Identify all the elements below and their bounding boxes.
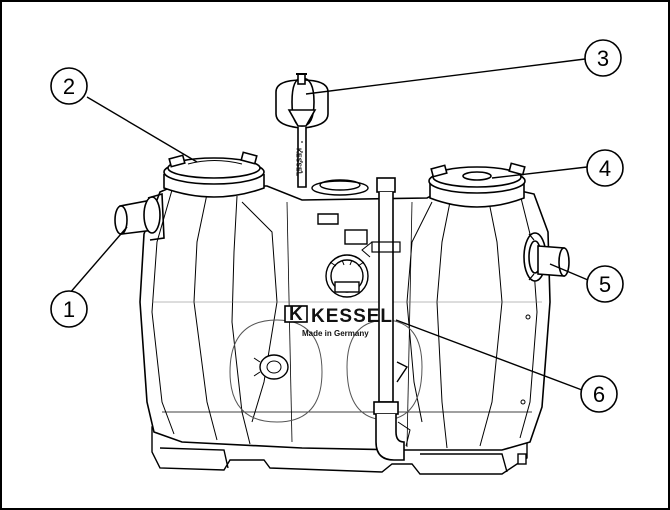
callout-4: 4 xyxy=(586,149,624,187)
svg-text:2: 2 xyxy=(63,74,75,99)
brand-name: KESSEL xyxy=(311,306,393,327)
callout-2: 2 xyxy=(50,67,88,105)
callout-5: 5 xyxy=(586,265,624,303)
svg-text:5: 5 xyxy=(599,272,611,297)
level-probe xyxy=(275,73,329,188)
vertical-pipe xyxy=(361,177,411,461)
top-hatch xyxy=(311,179,369,245)
front-bowls xyxy=(229,319,423,423)
left-cover xyxy=(163,151,265,198)
inlet-pipe xyxy=(114,192,165,241)
svg-text:6: 6 xyxy=(593,382,605,407)
probe-marking: KESSEL xyxy=(295,148,302,177)
callout-6: 6 xyxy=(580,375,618,413)
callout-1: 1 xyxy=(50,290,88,328)
brand-logo: K KESSEL Made in Germany xyxy=(284,304,393,338)
side-bolts xyxy=(520,314,531,405)
brand-tagline: Made in Germany xyxy=(302,329,369,338)
svg-text:3: 3 xyxy=(597,46,609,71)
brand-logo-letter: K xyxy=(289,304,304,325)
leader-lines xyxy=(68,58,589,391)
callout-3: 3 xyxy=(584,39,622,77)
svg-text:4: 4 xyxy=(599,156,611,181)
right-cover xyxy=(428,162,526,208)
outlet-pipe xyxy=(523,232,570,282)
svg-text:1: 1 xyxy=(63,297,75,322)
tank-body xyxy=(139,185,551,451)
front-port xyxy=(325,254,369,298)
